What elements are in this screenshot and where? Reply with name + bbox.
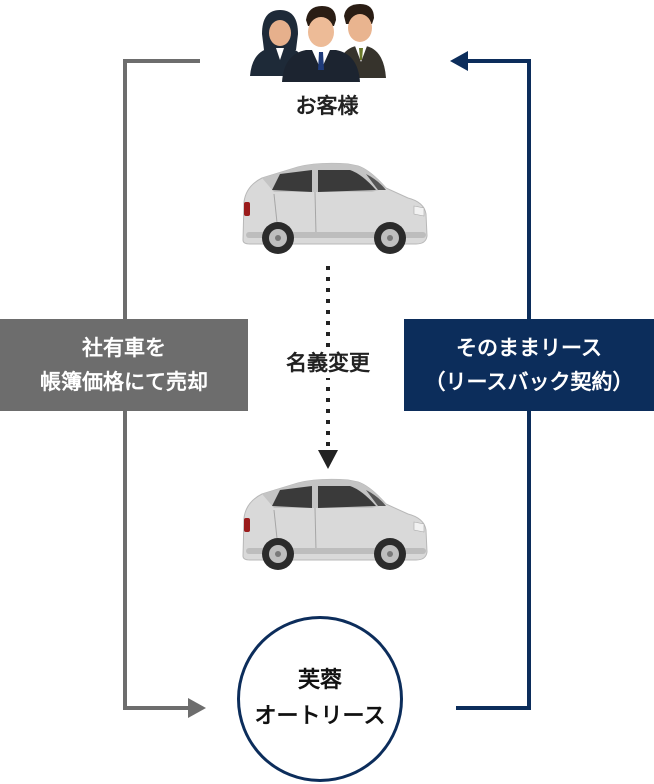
transfer-label: 名義変更 xyxy=(266,348,390,378)
car-icon xyxy=(242,162,428,255)
company-circle: 芙蓉 オートリース xyxy=(237,616,403,782)
leaseback-box: そのままリース （リースバック契約） xyxy=(404,319,654,411)
business-people-icon xyxy=(250,4,386,82)
leaseback-box-line2: （リースバック契約） xyxy=(424,370,634,394)
leaseback-box-line1: そのままリース xyxy=(456,336,602,360)
customer-label: お客様 xyxy=(295,94,359,118)
sale-box-line2: 帳簿価格にて売却 xyxy=(40,370,208,394)
company-name-line1: 芙蓉 xyxy=(297,668,342,693)
company-name-line2: オートリース xyxy=(254,704,386,729)
sale-box: 社有車を 帳簿価格にて売却 xyxy=(0,319,248,411)
car-icon xyxy=(242,478,428,571)
sale-box-line1: 社有車を xyxy=(82,336,166,360)
